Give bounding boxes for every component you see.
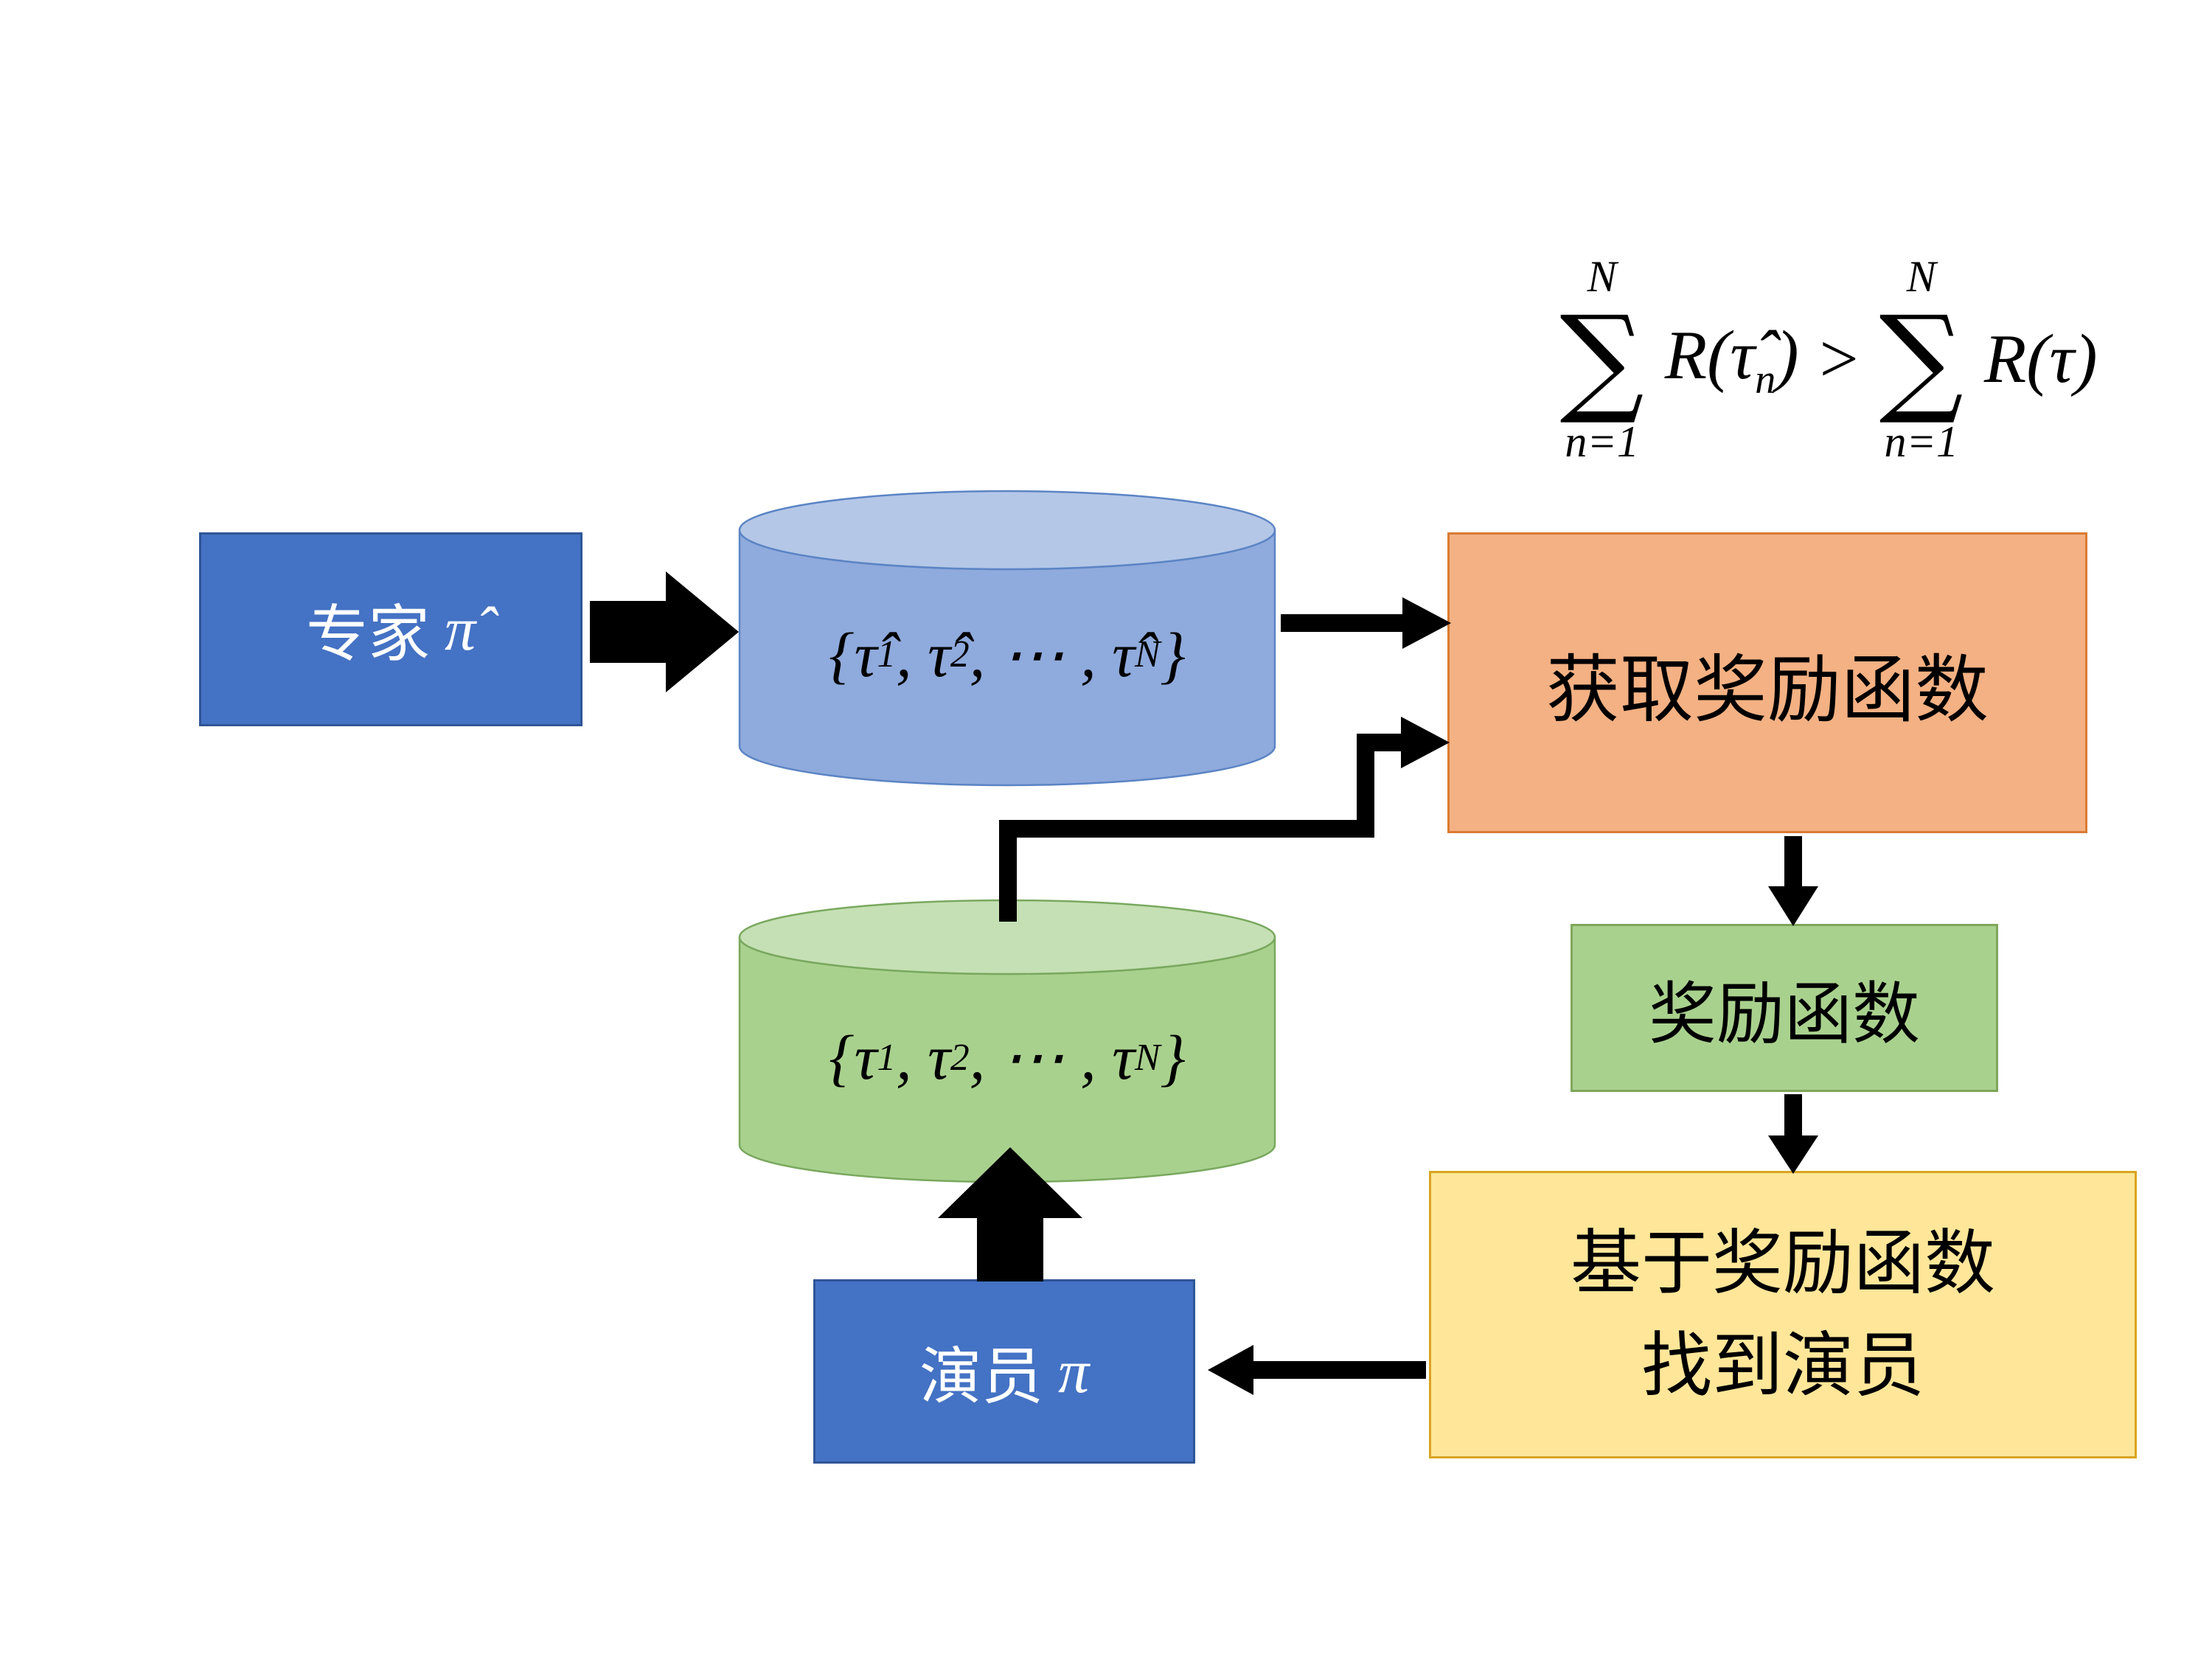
actor-return-term-text: R(τ) bbox=[1983, 321, 2098, 397]
arrowhead-reward-fn-to-actor-find bbox=[1768, 1135, 1818, 1174]
arrowhead-actor-find-to-actor bbox=[1208, 1345, 1253, 1395]
summation-2: N ∑ n=1 bbox=[1879, 254, 1964, 464]
reward-function-box: 奖励函数 bbox=[1571, 924, 1998, 1092]
label-subscript: 2 bbox=[950, 1036, 970, 1079]
sum-2-lower-limit: n=1 bbox=[1884, 417, 1958, 466]
obtain-reward-function-box: 获取奖励函数 bbox=[1447, 532, 2087, 833]
arrowhead-reward-extract-to-reward-fn bbox=[1768, 886, 1818, 926]
cylinder-top bbox=[738, 490, 1276, 571]
label-part: } bbox=[1160, 1022, 1186, 1093]
expert-return-term-text: R(τ̂ bbox=[1664, 316, 1756, 394]
greater-than-sign: > bbox=[1819, 321, 1859, 397]
label-part: , ⋯ , τ̂ bbox=[969, 619, 1135, 690]
sigma-icon: ∑ bbox=[1879, 290, 1964, 428]
expert-return-term: R(τ̂n) bbox=[1665, 316, 1799, 403]
label-subscript: N bbox=[1135, 633, 1161, 675]
actor-policy-symbol: π bbox=[1057, 1337, 1090, 1406]
expert-label: 专家 bbox=[305, 598, 430, 670]
sigma-icon: ∑ bbox=[1559, 290, 1644, 428]
green-cylinder-icon bbox=[738, 899, 1276, 1183]
label-part: , τ̂ bbox=[896, 619, 950, 690]
blue-cylinder-icon bbox=[738, 490, 1276, 787]
label-subscript: 2 bbox=[950, 633, 970, 675]
actor-label: 演员 bbox=[919, 1340, 1043, 1413]
expert-return-term-subscript: n bbox=[1755, 356, 1776, 403]
label-part: {τ bbox=[829, 1022, 877, 1093]
find-actor-line-2: 找到演员 bbox=[1641, 1324, 1924, 1407]
label-subscript: N bbox=[1135, 1036, 1161, 1079]
label-part: {τ̂ bbox=[829, 619, 877, 690]
expert-trajectory-set-label: {τ̂1, τ̂2, ⋯ , τ̂N} bbox=[737, 489, 1277, 789]
summation-1: N ∑ n=1 bbox=[1559, 254, 1644, 464]
expert-return-term-close: ) bbox=[1775, 316, 1799, 394]
label-part: , ⋯ , τ bbox=[969, 1022, 1135, 1093]
sum-2-upper-limit: N bbox=[1906, 252, 1936, 301]
arrowhead-actor-buffer-to-reward-extract bbox=[1401, 717, 1450, 768]
objective-formula: N ∑ n=1 R(τ̂n) > N ∑ n=1 R(τ) bbox=[1438, 230, 2212, 488]
find-actor-box: 基于奖励函数 找到演员 bbox=[1429, 1171, 2137, 1458]
sum-1-upper-limit: N bbox=[1587, 252, 1617, 301]
arrowhead-expert-buffer-to-reward-extract bbox=[1402, 597, 1451, 649]
expert-trajectory-buffer: {τ̂1, τ̂2, ⋯ , τ̂N} bbox=[737, 489, 1277, 789]
label-part: , τ bbox=[896, 1022, 950, 1093]
expert-policy-box: 专家 π̂ bbox=[199, 532, 582, 726]
obtain-reward-function-label: 获取奖励函数 bbox=[1546, 646, 1989, 733]
label-subscript: 1 bbox=[877, 633, 897, 675]
expert-policy-symbol: π̂ bbox=[444, 595, 476, 664]
actor-return-term: R(τ) bbox=[1984, 319, 2098, 399]
label-subscript: 1 bbox=[877, 1036, 897, 1079]
find-actor-line-1: 基于奖励函数 bbox=[1571, 1221, 1995, 1304]
sum-1-lower-limit: n=1 bbox=[1565, 417, 1639, 466]
actor-policy-box: 演员 π bbox=[813, 1279, 1195, 1464]
label-part: } bbox=[1160, 619, 1186, 690]
reward-function-label: 奖励函数 bbox=[1648, 974, 1920, 1054]
arrow-expert-to-expert-buffer bbox=[590, 571, 739, 692]
